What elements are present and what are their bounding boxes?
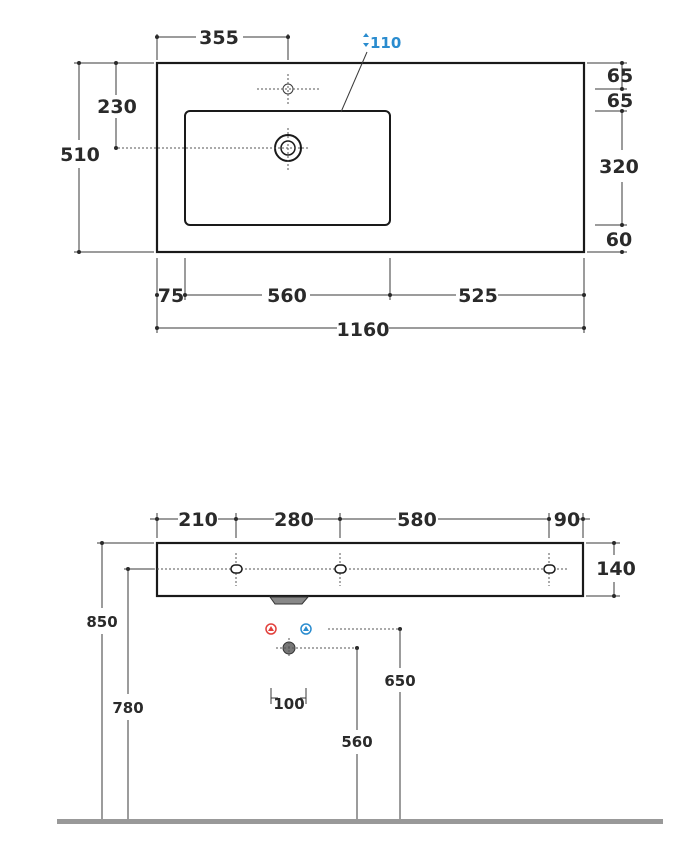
dim-850-label: 850 bbox=[86, 613, 117, 631]
floor-line bbox=[57, 819, 663, 824]
dim-60-label: 60 bbox=[606, 229, 632, 251]
dim-510-label: 510 bbox=[60, 144, 100, 166]
dim-580-label: 580 bbox=[397, 509, 437, 531]
dim-100-label: 100 bbox=[273, 695, 304, 713]
dim-280-label: 280 bbox=[274, 509, 314, 531]
drain-hole-icon bbox=[114, 128, 310, 170]
dim-75-label: 75 bbox=[158, 285, 184, 307]
fixing-hole-icon bbox=[230, 564, 243, 574]
dim-90-label: 90 bbox=[554, 509, 580, 531]
cold-water-valve-icon bbox=[300, 623, 312, 635]
depth-arrows-icon bbox=[363, 33, 369, 47]
dim-650-label: 650 bbox=[384, 672, 415, 690]
dim-230-label: 230 bbox=[97, 96, 137, 118]
dim-65b-label: 65 bbox=[607, 90, 633, 112]
dim-65a-label: 65 bbox=[607, 65, 633, 87]
dim-560-front-label: 560 bbox=[341, 733, 372, 751]
dim-560-top-label: 560 bbox=[267, 285, 307, 307]
dim-210-label: 210 bbox=[178, 509, 218, 531]
waste-outlet-icon bbox=[276, 638, 360, 658]
dim-320-label: 320 bbox=[599, 156, 639, 178]
dim-355-label: 355 bbox=[199, 27, 239, 49]
fixing-hole-icon bbox=[543, 564, 556, 574]
dim-140-label: 140 bbox=[596, 558, 636, 580]
dim-525-label: 525 bbox=[458, 285, 498, 307]
dim-1160-label: 1160 bbox=[337, 319, 390, 341]
fixing-hole-icon bbox=[334, 564, 347, 574]
top-view: 355 110 510 230 bbox=[60, 27, 639, 341]
front-view: 210 280 580 90 140 850 bbox=[57, 509, 663, 824]
dim-110-label: 110 bbox=[370, 34, 401, 52]
tap-hole-icon bbox=[257, 74, 320, 104]
hot-water-valve-icon bbox=[265, 623, 277, 635]
dim-780-label: 780 bbox=[112, 699, 143, 717]
drain-outlet-icon bbox=[269, 596, 310, 605]
